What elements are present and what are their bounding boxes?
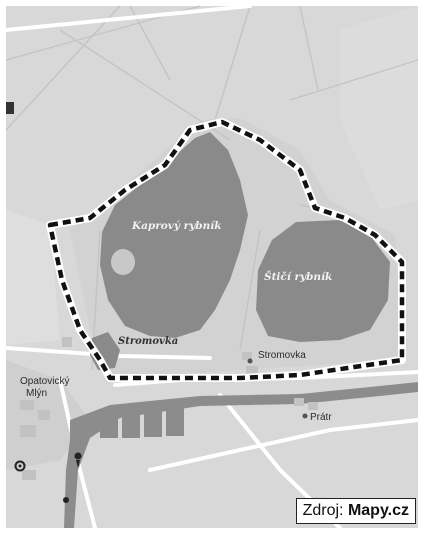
label-stromovka-park: Stromovka: [118, 336, 178, 347]
lake-kaprovy: [100, 132, 248, 338]
river-blocks: [100, 406, 184, 438]
poi-pratr-icon[interactable]: [302, 413, 308, 419]
buildings: [20, 337, 318, 480]
label-opatovicky: Opatovický: [20, 376, 69, 387]
poi-stromovka-icon[interactable]: [247, 358, 253, 364]
attribution-prefix: Zdroj:: [302, 502, 348, 519]
field-area: [340, 6, 418, 210]
gear-icon[interactable]: [14, 460, 26, 472]
label-lake-kaprovy: Kaprový rybník: [131, 219, 222, 232]
lake-island: [111, 249, 135, 275]
park-boundary: [47, 119, 405, 381]
poi-dot-icon[interactable]: [63, 497, 69, 503]
lake-stici: [256, 220, 390, 342]
label-lake-stici: Štičí rybník: [264, 269, 332, 283]
label-stromovka: Stromovka: [258, 350, 306, 361]
attribution-brand: Mapy.cz: [347, 502, 409, 519]
map-sign-icon: [6, 102, 14, 114]
map-attribution[interactable]: Zdroj: Mapy.cz: [295, 498, 416, 524]
map-marker-icon[interactable]: [74, 452, 82, 469]
label-mlyn: Mlýn: [26, 388, 47, 399]
label-pratr: Prátr: [310, 412, 332, 423]
field-area-west: [6, 210, 60, 345]
